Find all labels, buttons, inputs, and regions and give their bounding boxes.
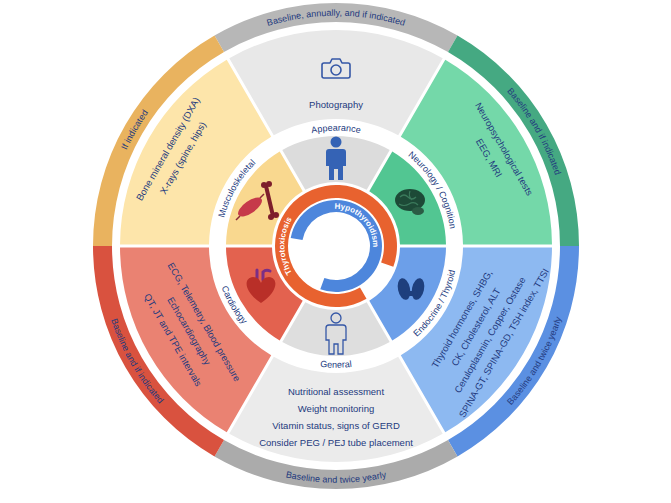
person-head (331, 313, 341, 323)
person-body (326, 149, 346, 180)
heart-icon (247, 270, 276, 303)
ring-arc-shape (275, 185, 397, 307)
brain-icon (395, 189, 425, 215)
sector-heading: General (320, 359, 352, 370)
domain-sector: Neurology / CognitionNeuropsychological … (368, 58, 552, 246)
brain-folds (399, 191, 418, 206)
muscle-tendon (236, 194, 264, 220)
domain-sector: CardiologyECG, Telemetry, Blood pressure… (120, 246, 304, 434)
shape-outline: Neurology / Cognition (368, 58, 552, 246)
thyroid-isthmus (404, 291, 418, 296)
sector-heading: Appearance (310, 123, 361, 136)
condition-label: Hypothyroidism (334, 202, 380, 248)
heart-vessels (257, 270, 270, 280)
camera-body (322, 59, 350, 78)
list-item: Vitamin status, signs of GERD (272, 421, 400, 431)
camera-icon (322, 59, 350, 78)
bone-shaft (266, 186, 273, 216)
outer-sector-shape (120, 60, 271, 245)
schedule-label: Baseline, annually, and if indicated (266, 8, 407, 28)
list-item: Photography (309, 100, 363, 110)
condition-ring: Hypothyroidism (290, 200, 382, 292)
bone-end (266, 181, 272, 187)
condition-label: Thyrotoxicosis (277, 215, 294, 277)
list-item: Weight monitoring (298, 404, 374, 414)
camera-lens (331, 65, 341, 75)
inner-sector-shape (282, 302, 389, 356)
bone-muscle-icon (235, 181, 279, 220)
bone-end (268, 214, 274, 220)
person-body (326, 325, 346, 354)
heart-shape (247, 277, 276, 303)
sector-heading: Cardiology (220, 284, 250, 326)
bone-end (261, 182, 267, 188)
person-head (331, 137, 342, 148)
domain-sector: GeneralNutritional assessmentWeight moni… (227, 301, 444, 462)
thyroid-lobe (396, 277, 412, 301)
cerebellum-shape (412, 207, 424, 215)
thyroid-icon (396, 277, 426, 301)
domain-sector: MusculoskeletalBone mineral density (DXA… (120, 58, 304, 247)
inner-sector-shape (282, 136, 389, 190)
outer-sector-shape (401, 60, 552, 245)
muscle-shape (235, 194, 265, 220)
person-icon (326, 137, 346, 181)
outer-sector-shape (120, 248, 271, 433)
ring-arc-shape (291, 200, 382, 292)
list-item: Consider PEG / PEJ tube placement (259, 438, 413, 448)
outline-person-icon (326, 313, 346, 354)
sector-heading: Musculoskeletal (216, 157, 257, 218)
thyroid-lobe (410, 277, 426, 301)
bone-end (273, 212, 279, 218)
schedule-label: Baseline and twice yearly (285, 469, 387, 484)
brain-shape (395, 189, 425, 211)
list-item: Nutritional assessment (288, 387, 384, 397)
outer-sector-shape (229, 30, 442, 135)
shape-outline: Hypothyroidism (290, 200, 382, 292)
shape-outline: Musculoskeletal (120, 58, 304, 247)
sector-heading: Neurology / Cognition (406, 150, 458, 230)
outer-sector-shape (229, 357, 442, 462)
